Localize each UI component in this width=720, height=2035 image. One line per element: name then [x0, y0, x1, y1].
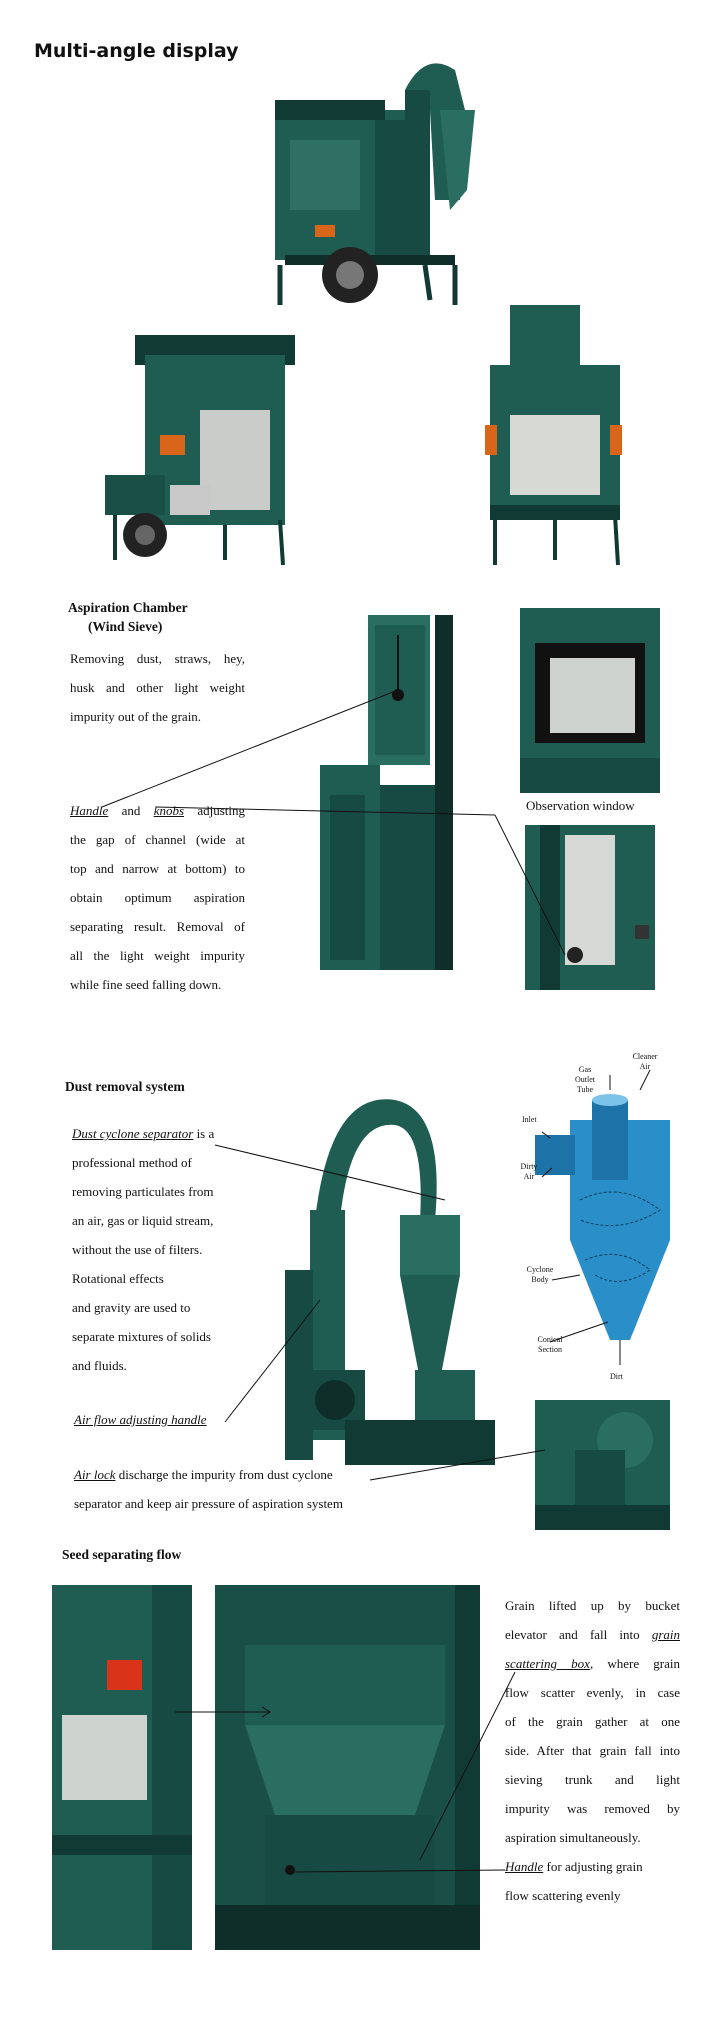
text-line: impurity out of the grain.	[70, 709, 202, 724]
dust-description: Dust cyclone separator is a professional…	[72, 1119, 272, 1380]
airflow-line: Air flow adjusting handle	[74, 1405, 207, 1434]
text-line: separator and keep air pressure of aspir…	[74, 1496, 343, 1511]
label-line: Conical	[537, 1335, 563, 1344]
text-line: separating result. Removal of	[70, 919, 245, 934]
handle-link[interactable]: Handle	[70, 803, 109, 818]
airflow-handle-link[interactable]: Air flow adjusting handle	[74, 1412, 207, 1427]
dirt-label: Dirt	[610, 1372, 623, 1381]
seed-description: Grain lifted up by bucket elevator and f…	[505, 1591, 680, 1910]
text-span: elevator and fall into	[505, 1627, 652, 1642]
knob-closeup-photo	[525, 825, 655, 990]
label-line: Section	[538, 1345, 562, 1354]
grain-link[interactable]: grain	[651, 1627, 680, 1642]
text-line: side. After that grain fall into	[505, 1743, 680, 1758]
text-line: obtain optimum aspiration	[70, 890, 245, 905]
cyclone-link[interactable]: Dust cyclone separator	[72, 1126, 194, 1141]
text-line: scattering box, where grain	[505, 1649, 680, 1678]
text-line: Grain lifted up by bucket	[505, 1598, 680, 1613]
text-line: top and narrow at bottom) to	[70, 861, 245, 876]
seed-photo-left	[52, 1585, 192, 1950]
cyclone-diagram	[535, 1069, 670, 1365]
text-line: Rotational effects	[72, 1271, 164, 1286]
label-line: Cyclone	[526, 1265, 554, 1274]
seed-handle-link[interactable]: Handle	[505, 1859, 544, 1874]
text-span: , where grain	[589, 1656, 680, 1671]
aspiration-description: Removing dust, straws, hey, husk and oth…	[70, 644, 245, 731]
label-line: Air	[523, 1172, 535, 1181]
machine-photo-back	[485, 305, 622, 566]
conical-section-label: Conical Section	[530, 1335, 570, 1355]
airlock-description: Air lock discharge the impurity from dus…	[74, 1460, 594, 1518]
dust-cyclone-photo	[285, 1099, 495, 1465]
observation-window-photo	[520, 608, 660, 793]
and-text: and	[121, 803, 141, 818]
text-line: separate mixtures of solids	[72, 1329, 211, 1344]
text-line: while fine seed falling down.	[70, 977, 222, 992]
text-line: of the grain gather at one	[505, 1714, 680, 1729]
text-line: flow scatter evenly, in case	[505, 1685, 680, 1700]
seed-photo-scattering-box	[215, 1585, 480, 1950]
label-line: Air	[639, 1062, 651, 1071]
text-span: for adjusting grain	[543, 1859, 643, 1874]
label-line: Dirty	[520, 1162, 538, 1171]
inlet-label: Inlet	[522, 1115, 537, 1124]
machine-photo-side-left	[105, 335, 295, 566]
text-line: and gravity are used to	[72, 1300, 191, 1315]
gas-outlet-label: Gas Outlet Tube	[565, 1065, 605, 1095]
text-line: flow scattering evenly	[505, 1888, 621, 1903]
text-line: without the use of filters.	[72, 1242, 203, 1257]
handle-knobs-line: Handle and knobs adjusting	[70, 796, 245, 825]
text-line: professional method of	[72, 1155, 192, 1170]
page-title: Multi-angle display	[34, 40, 239, 62]
airlock-rest: discharge the impurity from dust cyclone	[115, 1467, 333, 1482]
observation-window-label: Observation window	[526, 798, 635, 813]
cleaner-air-label: Cleaner Air	[625, 1052, 665, 1072]
scattering-box-link[interactable]: scattering box	[505, 1656, 590, 1671]
label-line: Gas	[578, 1065, 592, 1074]
text-line: husk and other light weight	[70, 680, 245, 695]
text-line: an air, gas or liquid stream,	[72, 1213, 214, 1228]
label-line: Body	[531, 1275, 549, 1284]
cyclone-body-label: Cyclone Body	[520, 1265, 560, 1285]
text-line: sieving trunk and light	[505, 1772, 680, 1787]
dirty-air-label: Dirty Air	[515, 1162, 543, 1182]
label-line: Outlet	[575, 1075, 595, 1084]
machine-photo-front	[275, 63, 475, 305]
text-line: removing particulates from	[72, 1184, 214, 1199]
text-line: the gap of channel (wide at	[70, 832, 245, 847]
label-line: Cleaner	[632, 1052, 658, 1061]
text-line: aspiration simultaneously.	[505, 1830, 641, 1845]
dust-heading: Dust removal system	[65, 1079, 185, 1094]
aspiration-subheading: (Wind Sieve)	[88, 619, 163, 634]
text-line: impurity was removed by	[505, 1801, 680, 1816]
airlock-link[interactable]: Air lock	[74, 1467, 116, 1482]
cyclone-suffix: is a	[193, 1126, 215, 1141]
text-line: all the light weight impurity	[70, 948, 245, 963]
seed-heading: Seed separating flow	[62, 1547, 182, 1562]
aspiration-chamber-photo	[320, 615, 453, 970]
adjusting-text: adjusting	[197, 803, 246, 818]
text-line: elevator and fall into grain	[505, 1620, 680, 1649]
aspiration-heading: Aspiration Chamber	[68, 600, 188, 615]
text-line: and fluids.	[72, 1358, 127, 1373]
label-line: Tube	[576, 1085, 594, 1094]
aspiration-description-2: the gap of channel (wide at top and narr…	[70, 825, 245, 999]
text-line: Removing dust, straws, hey,	[70, 651, 245, 666]
air-lock-photo	[535, 1400, 670, 1530]
